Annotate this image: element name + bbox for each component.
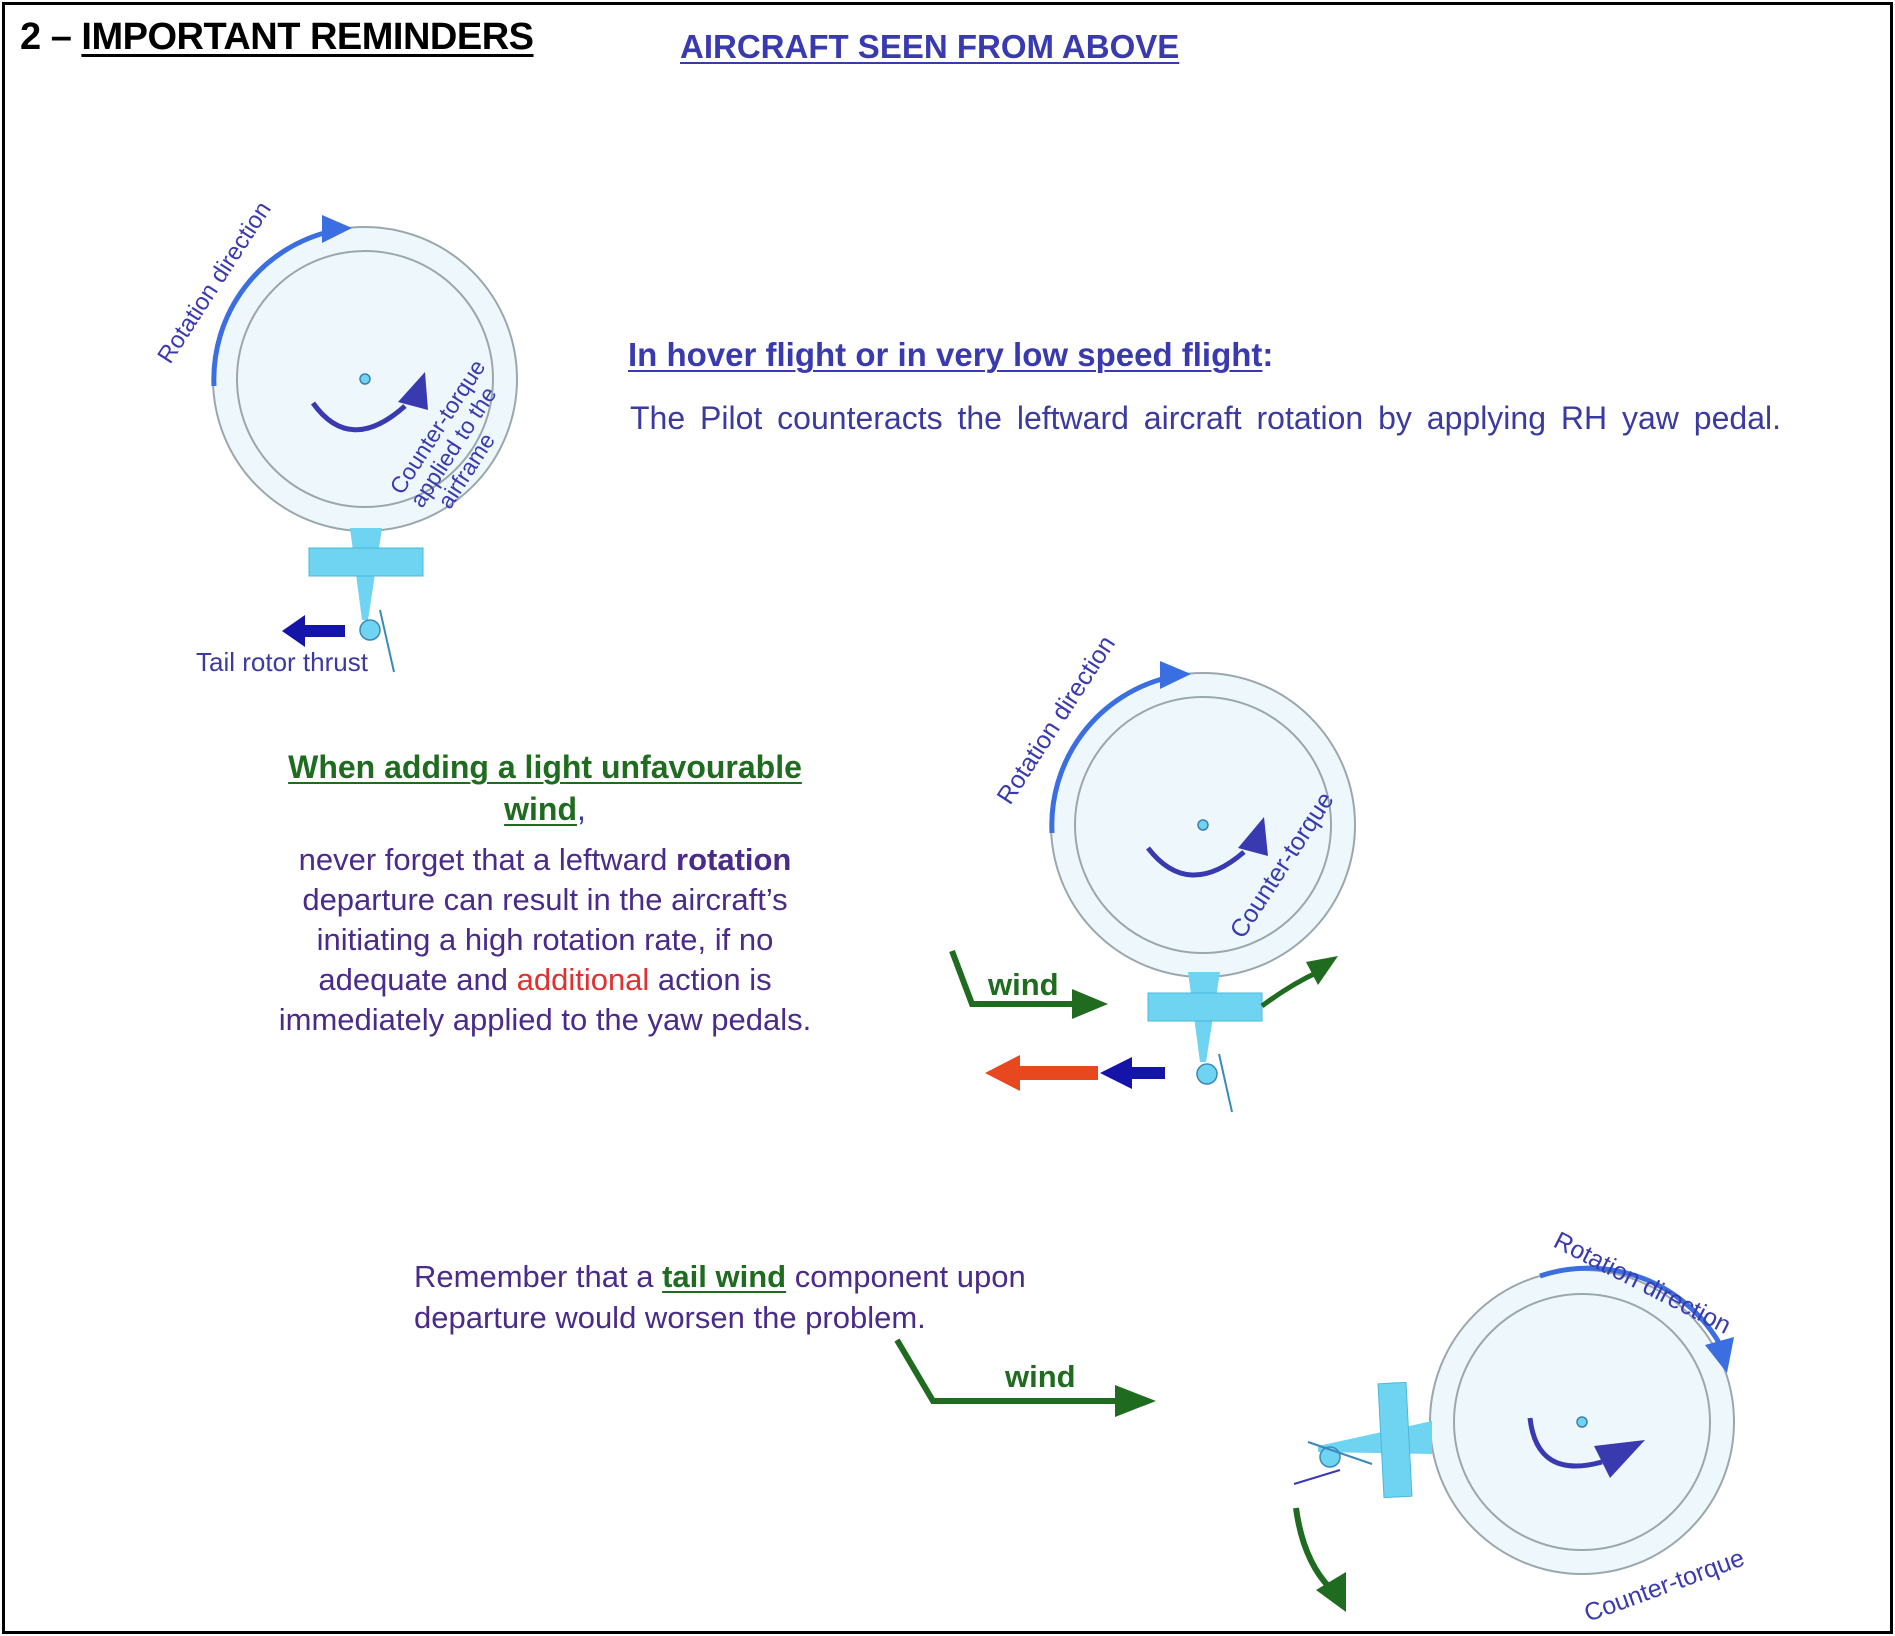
rotation-direction-arc — [1049, 674, 1171, 834]
page-subtitle: AIRCRAFT SEEN FROM ABOVE — [680, 28, 1180, 65]
tail-wind-description: Remember that a tail wind component upon… — [414, 1256, 1114, 1338]
airframe-rotation-arrow — [1260, 969, 1320, 1009]
additional-thrust-arrow — [985, 1055, 1098, 1091]
rotor-hub — [359, 373, 371, 385]
wind-heading-punct: , — [576, 791, 586, 827]
tail-text-part1: Remember that a — [414, 1259, 663, 1294]
page-title: 2 – IMPORTANT REMINDERS — [20, 16, 534, 59]
wind-text-part2: departure can result in the aircraft’s i… — [302, 882, 788, 997]
rotor-hub — [1197, 819, 1209, 831]
rotor-inner-ring — [236, 250, 494, 508]
horizontal-stabilizer — [1377, 1381, 1413, 1499]
wind-arrow-shaft — [894, 1338, 1121, 1404]
tail-fin-line-2 — [1293, 1469, 1341, 1485]
wind-text-bold: rotation — [676, 842, 792, 877]
helicopter-diagram-unfavourable-wind: Rotation direction Counter-torque wind — [949, 631, 1356, 1113]
section-title: IMPORTANT REMINDERS — [81, 16, 534, 58]
wind-arrow-shaft — [949, 949, 1076, 1007]
hover-heading-text: In hover flight or in very low speed fli… — [628, 336, 1263, 373]
helicopter-diagram-hover: Tail rotor thrust Rotation direction Cou… — [152, 197, 518, 677]
hover-heading-punct: : — [1262, 336, 1274, 373]
rotation-direction-arrowhead — [322, 215, 352, 243]
tail-rotor — [359, 619, 381, 641]
tail-fin-line — [379, 609, 395, 673]
tail-swing-arrowhead — [1316, 1572, 1346, 1612]
hover-heading: In hover flight or in very low speed fli… — [628, 336, 1273, 374]
wind-text-part1: never forget that a leftward — [298, 842, 676, 877]
wind-label: wind — [1004, 1359, 1076, 1394]
airframe-rotation-arrowhead — [1306, 956, 1338, 985]
tail-text-part2: component upon departure would worsen th… — [414, 1259, 1026, 1335]
counter-torque-arrowhead — [398, 372, 428, 410]
tail-fin-line — [1307, 1441, 1373, 1465]
tail-fin-line — [1218, 1053, 1233, 1113]
counter-torque-arrow — [1527, 1417, 1603, 1469]
rotation-direction-arc — [211, 228, 333, 387]
horizontal-stabilizer — [308, 547, 424, 577]
rotation-direction-arrowhead — [1160, 661, 1191, 689]
tail-swing-arrow — [1293, 1507, 1333, 1591]
wind-description: never forget that a leftward rotation de… — [250, 840, 840, 1040]
wind-arrowhead — [1115, 1385, 1156, 1417]
counter-torque-arrowhead — [1238, 817, 1268, 856]
wind-heading: When adding a light unfavourable wind, — [250, 746, 840, 830]
tail-rotor-thrust-label: Tail rotor thrust — [196, 647, 369, 677]
section-number: 2 – — [20, 16, 72, 58]
rotor-inner-ring — [1453, 1293, 1711, 1551]
hover-description: The Pilot counteracts the leftward aircr… — [630, 400, 1781, 436]
tail-rotor-thrust-arrow — [282, 615, 345, 647]
counter-torque-arrowhead — [1594, 1440, 1645, 1478]
wind-text-part3: action is immediately applied to the yaw… — [278, 962, 812, 1037]
tail-text-tail-wind: tail wind — [662, 1259, 787, 1294]
rotor-inner-ring — [1074, 696, 1332, 954]
rotor-hub — [1576, 1416, 1588, 1428]
counter-torque-arrow — [1146, 846, 1246, 878]
tail-rotor-thrust-arrow — [1100, 1057, 1165, 1089]
wind-text-red: additional — [516, 962, 650, 997]
wind-arrowhead — [1072, 989, 1108, 1019]
tail-rotor — [1196, 1063, 1218, 1085]
wind-label: wind — [987, 967, 1059, 1002]
counter-torque-arrow — [310, 401, 407, 433]
rotation-direction-arrowhead — [1705, 1337, 1734, 1373]
helicopter-diagram-tail-wind: wind Rotation direction Counter-torque — [894, 1226, 1748, 1628]
wind-heading-line2: wind — [504, 791, 577, 827]
rotation-direction-arc — [1539, 1265, 1725, 1350]
horizontal-stabilizer — [1147, 992, 1263, 1022]
wind-heading-line1: When adding a light unfavourable — [288, 749, 802, 785]
